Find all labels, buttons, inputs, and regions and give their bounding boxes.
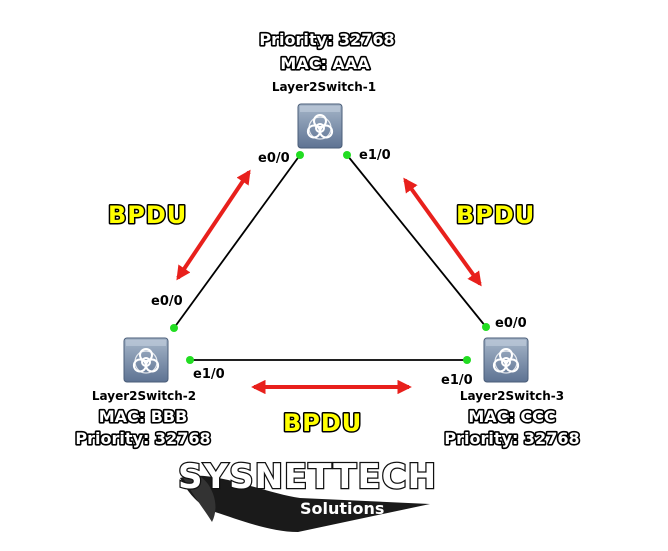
switch2-port-e0-0: e0/0 <box>151 294 183 309</box>
switch1-port-e0-0: e0/0 <box>258 151 290 166</box>
logo-tagline: Solutions <box>300 499 384 518</box>
bpdu-arrow-left <box>176 169 251 281</box>
biohazard-switch-icon[interactable] <box>297 103 343 149</box>
port-dot-sw1-e0-0 <box>296 151 304 159</box>
bpdu-label-bottom: BPDU <box>283 409 362 437</box>
switch3-port-e0-0: e0/0 <box>495 316 527 331</box>
link-switch1-switch3[interactable] <box>346 154 487 328</box>
switch-1[interactable]: Priority: 32768 MAC: AAA Layer2Switch-1 … <box>258 28 396 166</box>
logo-swoosh <box>180 475 430 532</box>
switch1-port-e1-0: e1/0 <box>359 148 391 163</box>
port-dot-sw3-e0-0 <box>482 323 490 331</box>
switch3-priority: Priority: 32768 <box>444 429 579 448</box>
switch3-hostname: Layer2Switch-3 <box>460 389 564 403</box>
bpdu-arrow-right <box>403 177 482 287</box>
link-switch1-switch2[interactable] <box>173 154 301 329</box>
biohazard-switch-icon[interactable] <box>123 337 169 383</box>
port-dot-sw1-e1-0 <box>343 151 351 159</box>
bpdu-label-right: BPDU <box>456 201 535 229</box>
biohazard-switch-icon[interactable] <box>483 337 529 383</box>
port-dot-sw2-e0-0 <box>170 324 178 332</box>
switch2-port-e1-0: e1/0 <box>193 367 225 382</box>
switch1-hostname: Layer2Switch-1 <box>272 80 376 94</box>
switch1-priority: Priority: 32768 <box>259 30 394 49</box>
port-dot-sw2-e1-0 <box>186 356 194 364</box>
switch2-mac: MAC: BBB <box>99 407 188 426</box>
port-dot-sw3-e1-0 <box>463 356 471 364</box>
links <box>173 154 487 361</box>
switch2-priority: Priority: 32768 <box>75 429 210 448</box>
switch3-port-e1-0: e1/0 <box>441 373 473 388</box>
switch2-hostname: Layer2Switch-2 <box>92 389 196 403</box>
port-dots <box>170 151 490 364</box>
bpdu-label-left: BPDU <box>108 201 187 229</box>
switch-2[interactable]: e0/0 e1/0 Layer2Switch-2 MAC: BBB Priori… <box>74 294 225 450</box>
switch-3[interactable]: e0/0 e1/0 Layer2Switch-3 MAC: CCC Priori… <box>441 316 581 450</box>
switch1-mac: MAC: AAA <box>280 54 370 73</box>
sysnettech-logo: SYSNETTECH Solutions <box>177 456 437 532</box>
bpdu-arrows <box>176 169 482 395</box>
logo-name: SYSNETTECH <box>178 457 437 497</box>
switch3-mac: MAC: CCC <box>468 407 555 426</box>
